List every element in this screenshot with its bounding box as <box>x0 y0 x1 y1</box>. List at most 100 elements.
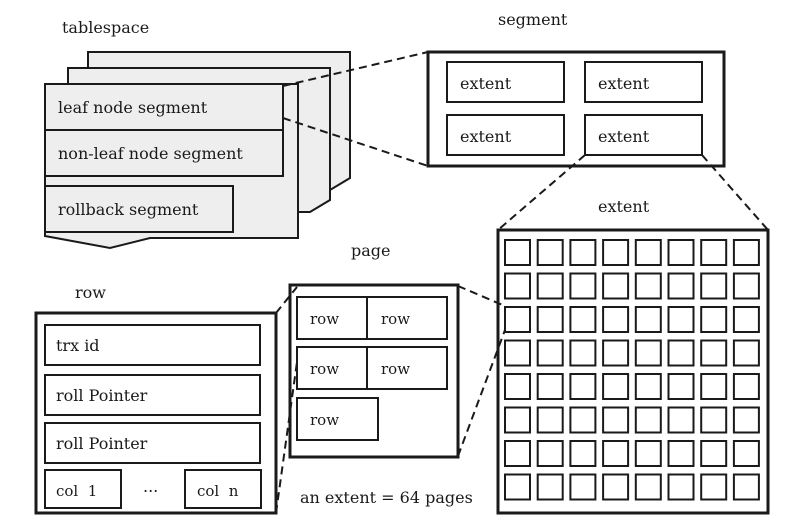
extent-page-cell <box>504 272 531 300</box>
extent-page-cell <box>602 272 630 300</box>
extent-page-cell <box>700 406 728 434</box>
extent-page-cell <box>634 406 662 434</box>
leaf-node-segment-box <box>44 83 284 131</box>
extent-page-cell <box>667 306 695 333</box>
trx-id-field <box>44 324 261 366</box>
segment-extent-4-label: extent <box>598 127 650 146</box>
page-row-2-label: row <box>381 310 410 328</box>
extent-page-cell <box>700 473 728 501</box>
extent-page-cell <box>667 339 695 367</box>
extent-page-cell <box>504 473 531 501</box>
page-title: page <box>351 241 391 260</box>
extent-page-cell <box>634 473 662 501</box>
connector-page-extent-top <box>457 285 506 307</box>
extent-page-cell <box>732 239 760 266</box>
extent-page-cell <box>634 239 662 266</box>
row-title: row <box>75 283 106 302</box>
roll-pointer-field-1 <box>44 374 261 416</box>
extent-page-cell <box>667 373 695 400</box>
extent-page-cell <box>667 473 695 501</box>
extent-page-cell <box>569 440 597 467</box>
extent-page-cell <box>504 239 531 266</box>
extent-page-cell <box>602 440 630 467</box>
segment-extent-2-label: extent <box>598 74 650 93</box>
extent-page-cell <box>602 239 630 266</box>
page-box: row row row row row <box>288 283 460 459</box>
extent-page-cell <box>700 306 728 333</box>
page-row-4-label: row <box>381 360 410 378</box>
segment-extent-1-label: extent <box>460 74 512 93</box>
extent-page-cell <box>732 473 760 501</box>
extent-page-cell <box>536 373 564 400</box>
connector-extent-grid-left <box>497 154 586 231</box>
extent-page-cell <box>667 406 695 434</box>
col-1-field <box>44 469 122 509</box>
non-leaf-node-segment-box <box>44 129 284 177</box>
extent-page-cell <box>700 272 728 300</box>
extent-page-cell <box>602 373 630 400</box>
extent-page-cell <box>536 339 564 367</box>
col-n-field <box>184 469 262 509</box>
segment-extent-3 <box>446 114 565 156</box>
extent-page-cell <box>634 272 662 300</box>
extent-page-cell <box>634 306 662 333</box>
extent-page-cell <box>700 339 728 367</box>
roll-pointer-label-2: roll Pointer <box>56 434 148 453</box>
extent-page-cell <box>634 339 662 367</box>
extent-page-cell <box>569 339 597 367</box>
extent-page-cell <box>700 440 728 467</box>
page-row-5-label: row <box>310 411 339 429</box>
page-row-pair-1 <box>296 296 448 340</box>
tablespace-stack: leaf node segment non-leaf node segment … <box>44 51 351 250</box>
extent-page-cell <box>504 440 531 467</box>
extent-page-cell <box>504 373 531 400</box>
extent-page-cell <box>732 440 760 467</box>
col-1-label: col 1 <box>56 482 97 500</box>
extent-page-cell <box>536 272 564 300</box>
page-row-single <box>296 397 379 441</box>
col-n-label: col n <box>197 482 239 500</box>
extent-page-cell <box>732 272 760 300</box>
page-row-1-label: row <box>310 310 339 328</box>
extent-page-cell <box>732 339 760 367</box>
segment-box: extent extent extent extent <box>426 50 726 168</box>
col-ellipsis: ... <box>143 477 158 496</box>
tablespace-title: tablespace <box>62 18 149 37</box>
connector-extent-grid-right <box>701 154 769 231</box>
leaf-node-segment-label: leaf node segment <box>58 98 208 117</box>
extent-grid-frame <box>496 228 770 515</box>
extent-page-cell <box>602 306 630 333</box>
connector-page-extent-bottom <box>457 329 506 457</box>
extent-title: extent <box>598 197 650 216</box>
extent-page-cell <box>569 473 597 501</box>
extent-page-cell <box>732 373 760 400</box>
roll-pointer-field-2 <box>44 422 261 464</box>
extent-page-cell <box>602 339 630 367</box>
extent-page-cell <box>536 473 564 501</box>
extent-page-cell <box>504 406 531 434</box>
extent-page-cell <box>504 306 531 333</box>
extent-page-cell <box>536 306 564 333</box>
segment-extent-2 <box>584 61 703 103</box>
rollback-segment-label: rollback segment <box>58 200 199 219</box>
roll-pointer-label-1: roll Pointer <box>56 386 148 405</box>
extent-page-cell <box>536 406 564 434</box>
extent-page-cell <box>536 239 564 266</box>
row-box: trx id roll Pointer roll Pointer col 1 .… <box>34 311 278 515</box>
extent-page-cell <box>634 440 662 467</box>
rollback-segment-box <box>44 185 234 233</box>
extent-page-cell <box>700 373 728 400</box>
extent-page-cell <box>569 239 597 266</box>
extent-page-cell <box>569 306 597 333</box>
connector-tablespace-segment-top <box>282 51 429 87</box>
page-row-pair-2 <box>296 346 448 390</box>
extent-page-cell <box>700 239 728 266</box>
extent-page-cell <box>569 272 597 300</box>
segment-extent-4 <box>584 114 703 156</box>
extent-page-cell <box>504 339 531 367</box>
extent-page-cell <box>634 373 662 400</box>
segment-extent-3-label: extent <box>460 127 512 146</box>
non-leaf-node-segment-label: non-leaf node segment <box>58 144 243 163</box>
page-row-3-label: row <box>310 360 339 378</box>
